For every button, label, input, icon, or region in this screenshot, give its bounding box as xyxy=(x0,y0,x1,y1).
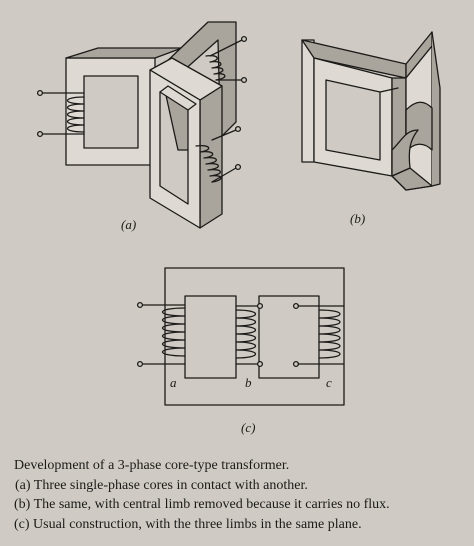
limb-label-b: b xyxy=(245,375,252,390)
caption-line-a: (a) Three single-phase cores in contact … xyxy=(15,477,308,493)
limb-label-a: a xyxy=(170,375,177,390)
panel-label-a: (a) xyxy=(121,217,136,232)
coil-a2 xyxy=(205,35,248,84)
c-core-outline xyxy=(164,267,345,406)
limb-label-c: c xyxy=(326,375,332,390)
c-window-right xyxy=(258,295,320,379)
caption-line-c: (c) Usual construction, with the three l… xyxy=(14,516,362,532)
figure-caption: Development of a 3-phase core-type trans… xyxy=(14,456,464,534)
caption-line-b: (b) The same, with central limb removed … xyxy=(14,497,390,512)
caption-title: Development of a 3-phase core-type trans… xyxy=(14,458,290,473)
panel-b-core xyxy=(301,31,441,191)
core-left-top xyxy=(65,47,183,59)
coil-a3 xyxy=(195,125,242,183)
core-front-face xyxy=(149,69,201,229)
panel-c-core xyxy=(136,267,345,406)
b-right-depth xyxy=(431,31,441,187)
coil-c-a xyxy=(136,301,186,368)
panel-a-cores xyxy=(36,21,248,229)
panel-label-c: (c) xyxy=(241,420,255,435)
b-curved-yoke-lower xyxy=(391,129,419,177)
coil-a1 xyxy=(36,89,85,138)
c-window-left xyxy=(184,295,237,379)
b-left-window xyxy=(325,79,381,161)
b-window-edge xyxy=(379,87,399,93)
b-left-limb-side xyxy=(301,39,315,163)
coil-c-b xyxy=(235,302,264,368)
panel-label-b: (b) xyxy=(350,211,365,226)
core-front-window-edge xyxy=(159,85,197,111)
coil-c-c xyxy=(292,302,345,368)
